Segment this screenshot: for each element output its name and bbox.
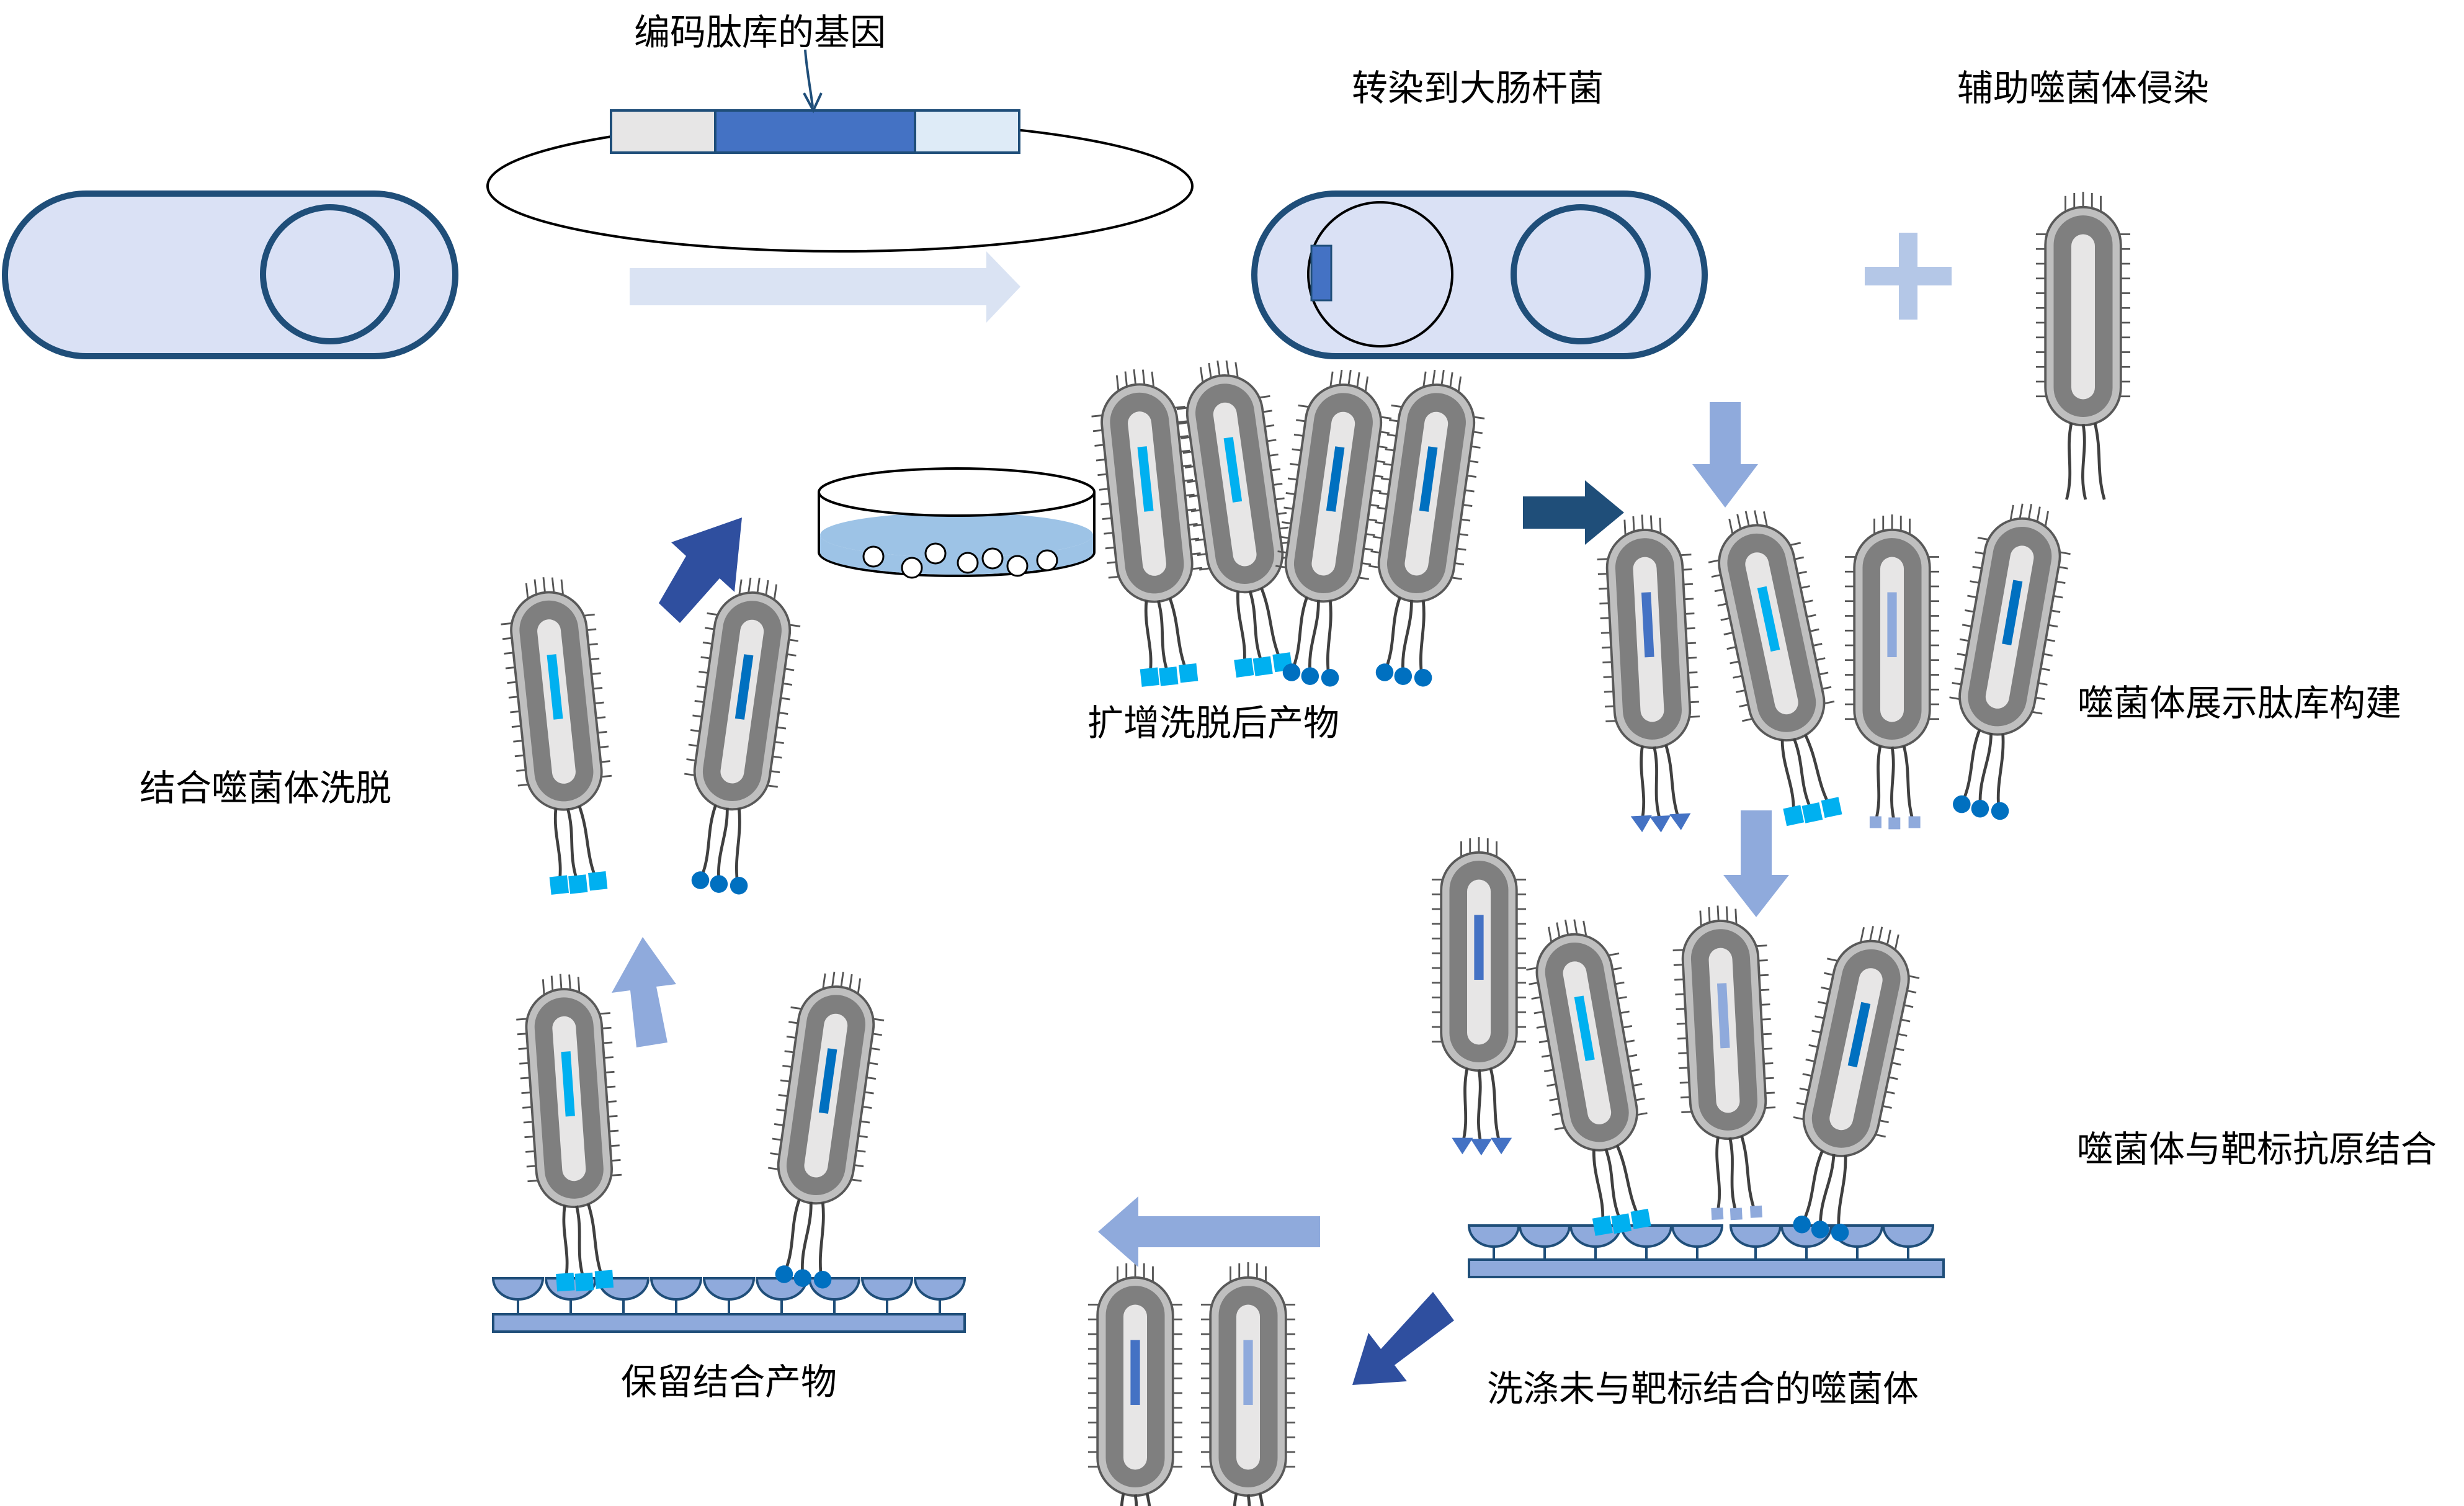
arrow-icon xyxy=(630,251,1020,323)
phage-library-group xyxy=(1595,496,2078,833)
phage-icon xyxy=(2036,192,2130,500)
label-retain: 保留结合产物 xyxy=(621,1361,837,1403)
phage-icon xyxy=(1260,364,1398,688)
phage-icon xyxy=(1432,837,1526,1156)
phage-icon xyxy=(513,970,629,1292)
label-transfect: 转染到大肠杆菌 xyxy=(1352,67,1604,109)
phage-icon xyxy=(1845,514,1939,830)
antigen-plate-icon xyxy=(1467,1224,1945,1278)
phage-icon xyxy=(1671,903,1781,1221)
phage-icon xyxy=(1353,364,1491,688)
phage-icon xyxy=(496,572,623,895)
phage-icon xyxy=(1087,364,1214,687)
plus-icon xyxy=(1865,233,1952,320)
gene-pointer-arrow xyxy=(803,49,823,114)
phage-icon xyxy=(1171,354,1308,678)
phage-icon xyxy=(669,571,806,896)
phage-icon xyxy=(1700,501,1858,827)
phage-icon xyxy=(1930,496,2078,822)
label-binding: 噬菌体与靶标抗原结合 xyxy=(2077,1128,2437,1170)
label-wash: 洗涤未与靶标结合的噬菌体 xyxy=(1487,1368,1919,1410)
arrow-icon xyxy=(1692,402,1758,508)
label-gene: 编码肽库的基因 xyxy=(634,11,886,53)
phage-icon xyxy=(1519,912,1667,1236)
arrow-icon xyxy=(1723,810,1789,917)
label-helper: 辅助噬菌体侵染 xyxy=(1957,67,2209,109)
phage-icon xyxy=(1201,1262,1295,1506)
arrow-icon xyxy=(612,937,676,1047)
ecoli-cell-icon xyxy=(1251,190,1708,359)
phage-icon xyxy=(1770,917,1928,1244)
arrow-icon xyxy=(659,518,742,623)
phage-icon xyxy=(752,966,890,1290)
phage-icon xyxy=(1088,1262,1182,1506)
plasmid-icon xyxy=(486,109,1194,253)
ecoli-cell-icon xyxy=(2,190,458,359)
label-amplify: 扩增洗脱后产物 xyxy=(1087,702,1339,744)
arrow-icon xyxy=(1523,480,1624,545)
label-elute: 结合噬菌体洗脱 xyxy=(140,767,391,809)
arrow-icon xyxy=(1352,1292,1454,1385)
phage-icon xyxy=(1595,512,1706,833)
label-display-library: 噬菌体展示肽库构建 xyxy=(2078,682,2401,724)
petri-dish-icon xyxy=(818,467,1096,579)
arrow-icon xyxy=(1098,1196,1320,1267)
